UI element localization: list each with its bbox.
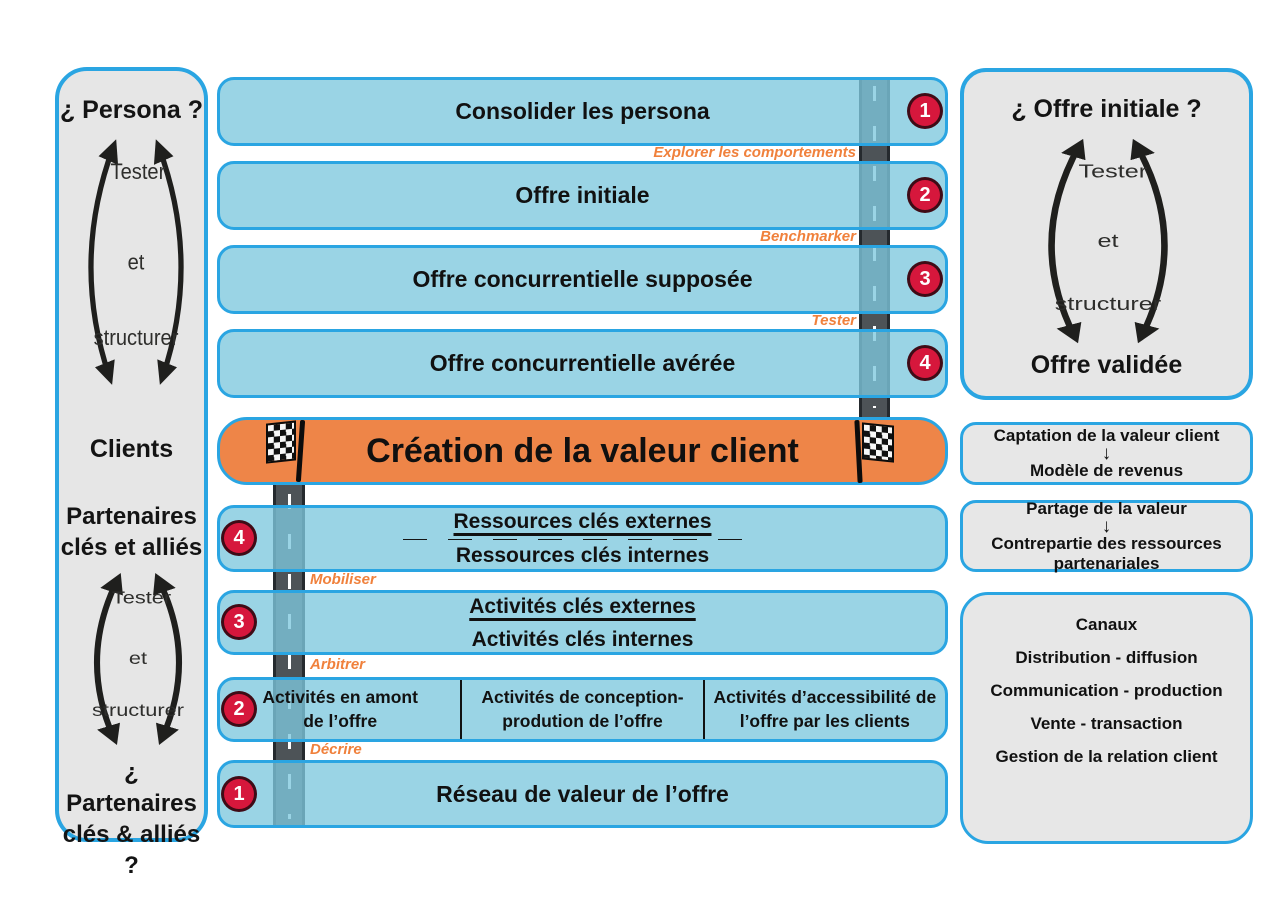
cycle-label-et: et <box>128 251 145 275</box>
bar-activites-cles: Activités clés externes Activités clés i… <box>217 590 948 655</box>
step-badge-2: 2 <box>907 177 943 213</box>
captation-line: Captation de la valeur client <box>993 426 1220 445</box>
channel-item: Vente - transaction <box>1030 714 1183 733</box>
cycle-arrows-icon: Tester et structurer <box>88 139 184 385</box>
col-activites-accessibilite: Activités d’accessibilité de l’offre par… <box>702 680 945 739</box>
offre-validee-label: Offre validée <box>1030 351 1183 379</box>
road-step-label-explorer: Explorer les comportements <box>653 144 856 161</box>
bar-label: Offre initiale <box>515 182 650 208</box>
resources-external-label: Ressources clés externes <box>453 510 712 533</box>
resources-internal-label: Ressources clés internes <box>455 544 710 567</box>
cycle-label-et: et <box>1097 230 1118 251</box>
partners-label: Partenaires clés et alliés <box>60 503 203 561</box>
cycle-label-tester: Tester <box>112 588 172 608</box>
channel-item: Communication - production <box>990 681 1223 700</box>
persona-title: ¿ Persona ? <box>59 96 204 124</box>
bar-label: Réseau de valeur de l’offre <box>436 780 729 807</box>
activities-internal-label: Activités clés internes <box>471 627 694 651</box>
bar-reseau-de-valeur: Réseau de valeur de l’offre <box>217 760 948 828</box>
canaux-box: Canaux Distribution - diffusion Communic… <box>960 592 1253 844</box>
bar-label: Offre concurrentielle supposée <box>412 266 753 292</box>
bar-ressources-cles: Ressources clés externes Ressources clés… <box>217 505 948 572</box>
channel-item: Gestion de la relation client <box>995 747 1218 766</box>
cycle-label-structurer: structurer <box>92 701 184 721</box>
bar-offre-concurrentielle-supposee: Offre concurrentielle supposée <box>217 245 948 314</box>
step-badge-3: 3 <box>907 261 943 297</box>
cycle-label-tester: Tester <box>1079 161 1148 182</box>
road-step-label-benchmarker: Benchmarker <box>760 228 856 245</box>
bar-offre-concurrentielle-averee: Offre concurrentielle avérée <box>217 329 948 398</box>
road-step-label-tester: Tester <box>811 312 856 329</box>
modele-revenus-line: Modèle de revenus <box>1029 461 1184 480</box>
step-badge-4-left: 4 <box>221 520 257 556</box>
bar-consolider-les-persona: Consolider les persona <box>217 77 948 146</box>
persona-panel: ¿ Persona ? Tester et structurer Clients… <box>55 67 208 879</box>
captation-valeur-box: Captation de la valeur client ↓ Modèle d… <box>960 422 1253 485</box>
milestone-title: Création de la valeur client <box>366 431 799 470</box>
contrepartie-line: Contrepartie des ressources partenariale… <box>991 533 1222 573</box>
offre-initiale-panel: ¿ Offre initiale ? Tester et structurer … <box>960 68 1253 400</box>
road-step-label-mobiliser: Mobiliser <box>310 571 376 588</box>
step-badge-2-left: 2 <box>221 691 257 727</box>
bar-label: Offre concurrentielle avérée <box>429 350 736 376</box>
col-activites-amont: Activités en amont de l’offre <box>262 686 418 731</box>
milestone-bar: Création de la valeur client <box>217 417 948 485</box>
step-badge-4: 4 <box>907 345 943 381</box>
cycle-arrows-icon: Tester et structurer <box>92 573 184 746</box>
road-step-label-decrire: Décrire <box>310 741 362 758</box>
cycle-label-et: et <box>129 649 148 669</box>
step-badge-3-left: 3 <box>221 604 257 640</box>
offre-initiale-title: ¿ Offre initiale ? <box>1011 95 1202 123</box>
cycle-arrows-icon: Tester et structurer <box>1048 138 1168 344</box>
activities-external-label: Activités clés externes <box>469 594 696 618</box>
checkered-flag-icon <box>854 419 898 484</box>
cycle-label-structurer: structurer <box>1055 293 1161 314</box>
partage-valeur-box: Partage de la valeur ↓ Contrepartie des … <box>960 498 1253 573</box>
partage-line: Partage de la valeur <box>1026 498 1187 518</box>
bar-label: Consolider les persona <box>455 98 710 124</box>
bar-activites-columns: Activités en amont de l’offre Activités … <box>217 677 948 742</box>
cycle-label-structurer: structurer <box>94 326 179 350</box>
down-arrow-icon: ↓ <box>1101 443 1112 464</box>
step-badge-1: 1 <box>907 93 943 129</box>
clients-label: Clients <box>89 435 174 463</box>
cycle-label-tester: Tester <box>111 160 166 184</box>
bar-offre-initiale: Offre initiale <box>217 161 948 230</box>
dashed-divider <box>402 539 763 540</box>
partners-question-title: ¿ Partenaires clés & alliés ? <box>62 759 201 879</box>
col-activites-conception-production: Activités de conception- prodution de l’… <box>460 680 702 739</box>
down-arrow-icon: ↓ <box>1101 515 1112 537</box>
road-step-label-arbitrer: Arbitrer <box>310 656 366 673</box>
canaux-title: Canaux <box>1075 615 1138 634</box>
channel-item: Distribution - diffusion <box>1015 648 1198 667</box>
checkered-flag-icon <box>266 419 306 484</box>
step-badge-1-left: 1 <box>221 776 257 812</box>
